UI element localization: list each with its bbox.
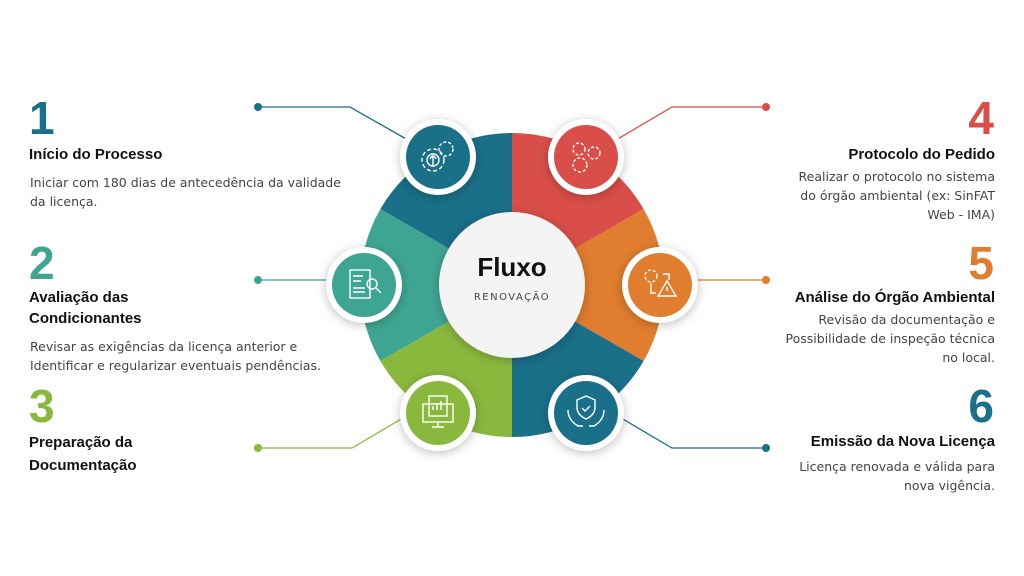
step-3-number: 3	[29, 380, 55, 432]
desc-line: no local.	[942, 350, 995, 365]
sector-5	[512, 209, 664, 361]
desc-line: Licença renovada e válida para	[799, 459, 995, 474]
step-1-badge	[400, 119, 476, 195]
desc-line: Realizar o protocolo no sistema	[798, 169, 995, 184]
center-title: Fluxo	[477, 252, 547, 282]
step-5-title: Análise do Órgão Ambiental	[794, 289, 995, 306]
desc-line: do órgão ambiental (ex: SinFAT	[800, 188, 995, 203]
desc-line: Revisar as exigências da licença anterio…	[30, 339, 298, 354]
step-4-title: Protocolo do Pedido	[848, 146, 995, 163]
step-4-number: 4	[968, 92, 994, 144]
desc-line: Iniciar com 180 dias de antecedência da …	[30, 175, 341, 190]
connector-dot-3	[254, 444, 262, 452]
step-2-number: 2	[29, 237, 55, 289]
step-4-desc: Realizar o protocolo no sistema do órgão …	[799, 167, 995, 224]
connector-dot-1	[254, 103, 262, 111]
shield-hands-icon	[567, 395, 605, 427]
step-5-number: 5	[968, 237, 994, 289]
desc-line: Revisão da documentação e	[818, 312, 995, 327]
center-circle	[439, 212, 585, 358]
step-2-desc: Revisar as exigências da licença anterio…	[30, 337, 321, 375]
step-2-badge	[326, 247, 402, 323]
connector-4	[615, 106, 766, 141]
step-3-badge	[400, 375, 476, 451]
title-line: Avaliação das	[29, 289, 129, 306]
step-3-title: Preparação da Documentação	[29, 431, 137, 477]
gear-warning-icon	[644, 269, 678, 297]
connector-dot-6	[762, 444, 770, 452]
desc-line: nova vigência.	[904, 478, 995, 493]
connector-dot-2	[254, 276, 262, 284]
gears-icon	[572, 142, 601, 173]
step-1-number: 1	[29, 92, 55, 144]
desc-line: Web - IMA)	[927, 207, 995, 222]
step-6-badge	[548, 375, 624, 451]
gears-leaf-icon	[421, 141, 454, 172]
title-line: Condicionantes	[29, 310, 142, 327]
connector-dot-4	[762, 103, 770, 111]
step-5-desc: Revisão da documentação e Possibilidade d…	[786, 310, 995, 367]
desc-line: da licença.	[30, 194, 98, 209]
desc-line: Identificar e regularizar eventuais pend…	[30, 358, 322, 373]
title-line: Documentação	[29, 457, 137, 474]
desc-line: Possibilidade de inspeção técnica	[785, 331, 995, 346]
step-1-title: Início do Processo	[29, 146, 163, 163]
monitor-report-icon	[422, 395, 454, 428]
center-subtitle: RENOVAÇÃO	[473, 292, 551, 303]
step-6-desc: Licença renovada e válida para nova vigên…	[799, 457, 995, 495]
connector-dot-5	[762, 276, 770, 284]
step-6-number: 6	[968, 380, 994, 432]
step-1-desc: Iniciar com 180 dias de antecedência da …	[30, 173, 341, 211]
connector-6	[615, 414, 766, 449]
sector-2	[360, 209, 512, 361]
title-line: Preparação da	[29, 434, 133, 451]
connector-1	[258, 106, 409, 141]
step-6-title: Emissão da Nova Licença	[810, 433, 995, 450]
connector-3	[258, 414, 409, 449]
document-search-icon	[349, 269, 382, 299]
step-4-badge	[548, 119, 624, 195]
step-5-badge	[622, 247, 698, 323]
